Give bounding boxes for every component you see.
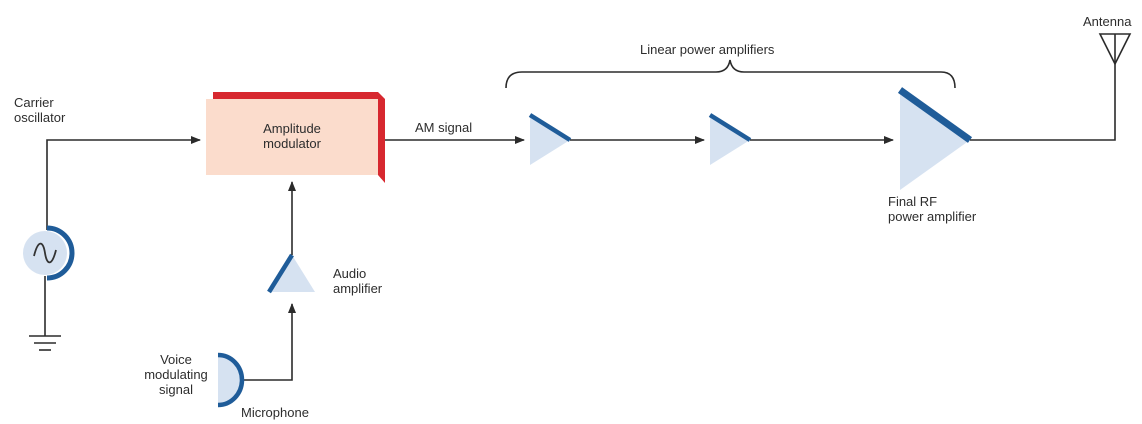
- microphone-label: Microphone: [241, 405, 309, 420]
- amplitude-modulator-label: Amplitude modulator: [263, 121, 321, 151]
- linear-amplifiers-brace: [505, 59, 956, 89]
- final-rf-power-amplifier-label: Final RF power amplifier: [888, 194, 977, 224]
- am-signal-label: AM signal: [415, 120, 473, 135]
- ground-icon: [29, 276, 61, 351]
- antenna-feed-wire: [970, 64, 1116, 141]
- final-rf-power-amplifier-icon: [897, 87, 973, 190]
- microphone-wire: [242, 303, 296, 381]
- audio-amplifier-label: Audio amplifier: [333, 266, 383, 296]
- carrier-oscillator-icon: [23, 225, 75, 281]
- audio-amplifier-icon: [267, 253, 315, 294]
- carrier-oscillator-label: Carrier oscillator: [14, 95, 66, 125]
- linear-amplifier-2-icon: [708, 113, 752, 165]
- voice-modulating-signal-label: Voice modulating signal: [144, 352, 208, 397]
- antenna-icon: [1098, 33, 1132, 66]
- antenna-label: Antenna: [1083, 14, 1132, 29]
- carrier-wire: [46, 136, 201, 230]
- linear-power-amplifiers-label: Linear power amplifiers: [640, 42, 775, 57]
- amplitude-modulator-block: [206, 92, 385, 183]
- linear-amplifier-1-icon: [528, 113, 572, 165]
- microphone-icon: [217, 352, 245, 408]
